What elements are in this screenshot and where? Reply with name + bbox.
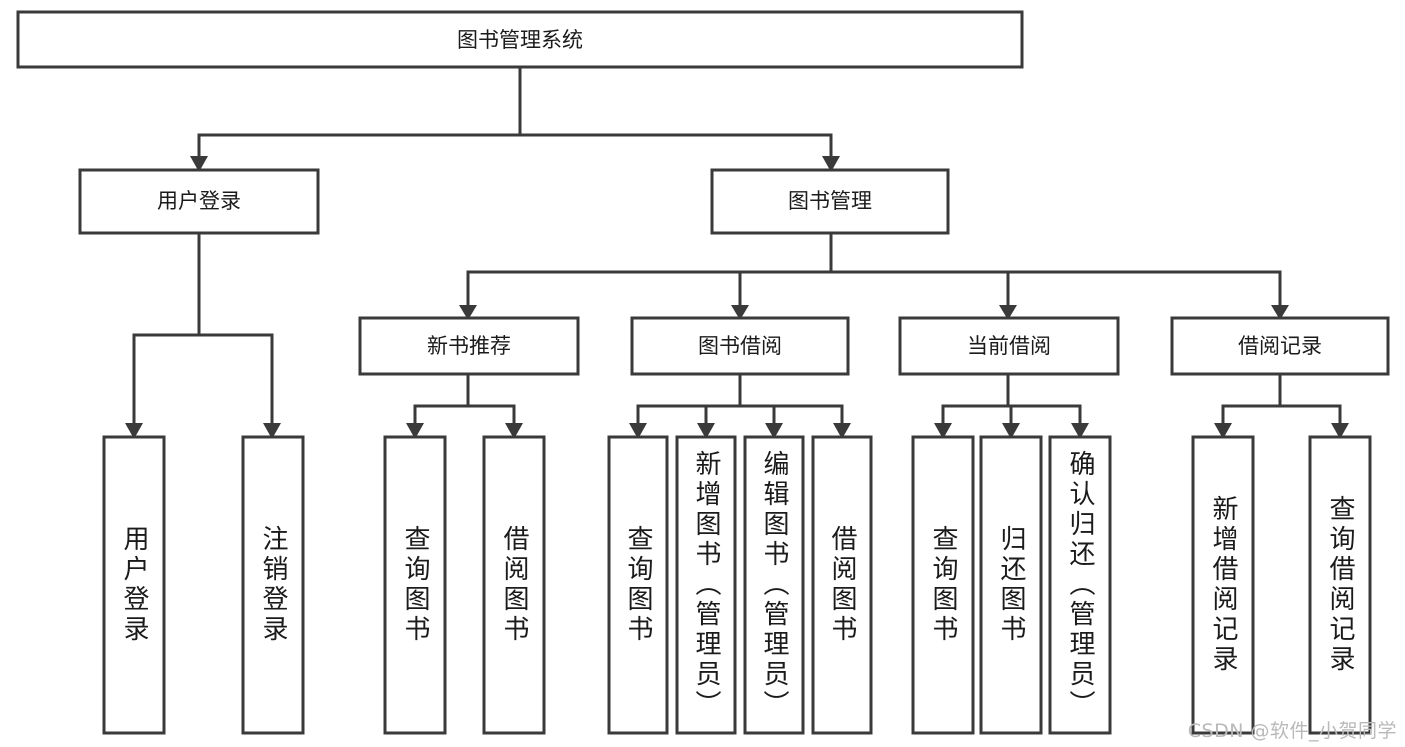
arrowhead-book-borrow [731,305,749,320]
arrowhead-borrow-record [1271,305,1289,320]
arrowhead-leaf-query-book-current [934,423,952,439]
node-borrow-record[interactable]: 借阅记录 [1170,316,1390,376]
node-book-management-box[interactable] [710,168,950,235]
node-book-management[interactable]: 图书管理 [710,168,950,235]
arrowhead-leaf-confirm-return-admin [1071,423,1089,439]
node-borrow-record-box[interactable] [1170,316,1390,376]
node-book-borrow[interactable]: 图书借阅 [630,316,850,376]
node-book-borrow-label: 图书借阅 [698,334,782,358]
connector-group-new-book-recommend [406,372,523,439]
leaf-box-query-borrow-record[interactable] [1308,435,1372,735]
node-new-book-recommend[interactable]: 新书推荐 [358,316,580,376]
leaf-box-user-login[interactable] [102,435,166,735]
connector-group-root [190,65,840,172]
node-book-management-label: 图书管理 [788,189,872,213]
node-current-borrow-box[interactable] [898,316,1120,376]
leaf-box-edit-book-admin[interactable] [743,435,805,735]
leaf-box-add-borrow-record[interactable] [1191,435,1255,735]
leaf-box-query-book-borrow[interactable] [607,435,669,735]
arrowhead-user-login [190,156,208,172]
arrowhead-new-book-recommend [459,305,477,320]
node-current-borrow-label: 当前借阅 [967,334,1051,358]
arrowhead-leaf-query-book-rec [406,423,424,439]
connector-group-current-borrow [934,372,1089,439]
node-borrow-record-label: 借阅记录 [1238,334,1322,358]
arrowhead-leaf-logout-login [263,423,281,439]
arrowhead-leaf-add-borrow-record [1214,423,1232,439]
node-root[interactable]: 图书管理系统 [16,10,1024,69]
arrowhead-current-borrow [999,305,1017,320]
connector-group-book-management [459,231,1289,320]
node-new-book-recommend-box[interactable] [358,316,580,376]
leaf-box-query-book-current[interactable] [911,435,975,735]
leaf-box-logout-login[interactable] [241,435,305,735]
node-user-login-label: 用户登录 [157,189,241,213]
leaf-box-return-book[interactable] [979,435,1043,735]
node-book-borrow-box[interactable] [630,316,850,376]
node-user-login[interactable]: 用户登录 [78,168,320,235]
arrowhead-book-management [822,156,840,172]
leaf-box-add-book-admin[interactable] [675,435,737,735]
node-user-login-box[interactable] [78,168,320,235]
arrowhead-leaf-borrow-book [833,423,851,439]
node-root-label: 图书管理系统 [457,28,583,52]
arrowhead-leaf-add-book-admin [697,423,715,439]
leaf-box-confirm-return-admin[interactable] [1048,435,1112,735]
connector-group-book-borrow [629,372,851,439]
arrowhead-leaf-edit-book-admin [765,423,783,439]
leaf-box-borrow-book[interactable] [811,435,873,735]
arrowhead-leaf-user-login [125,423,143,439]
arrowhead-leaf-query-book-borrow [629,423,647,439]
leaf-box-group [102,435,1372,735]
leaf-box-query-book-rec[interactable] [383,435,447,735]
arrowhead-leaf-borrow-book-rec [505,423,523,439]
node-new-book-recommend-label: 新书推荐 [427,334,511,358]
node-root-box[interactable] [16,10,1024,69]
csdn-watermark: CSDN @软件_小贺同学 [1187,720,1397,742]
node-current-borrow[interactable]: 当前借阅 [898,316,1120,376]
arrowhead-leaf-return-book [1002,423,1020,439]
leaf-box-borrow-book-rec[interactable] [482,435,546,735]
connector-group-borrow-record [1214,372,1349,439]
arrowhead-leaf-query-borrow-record [1331,423,1349,439]
connector-group-user-login [125,231,281,439]
